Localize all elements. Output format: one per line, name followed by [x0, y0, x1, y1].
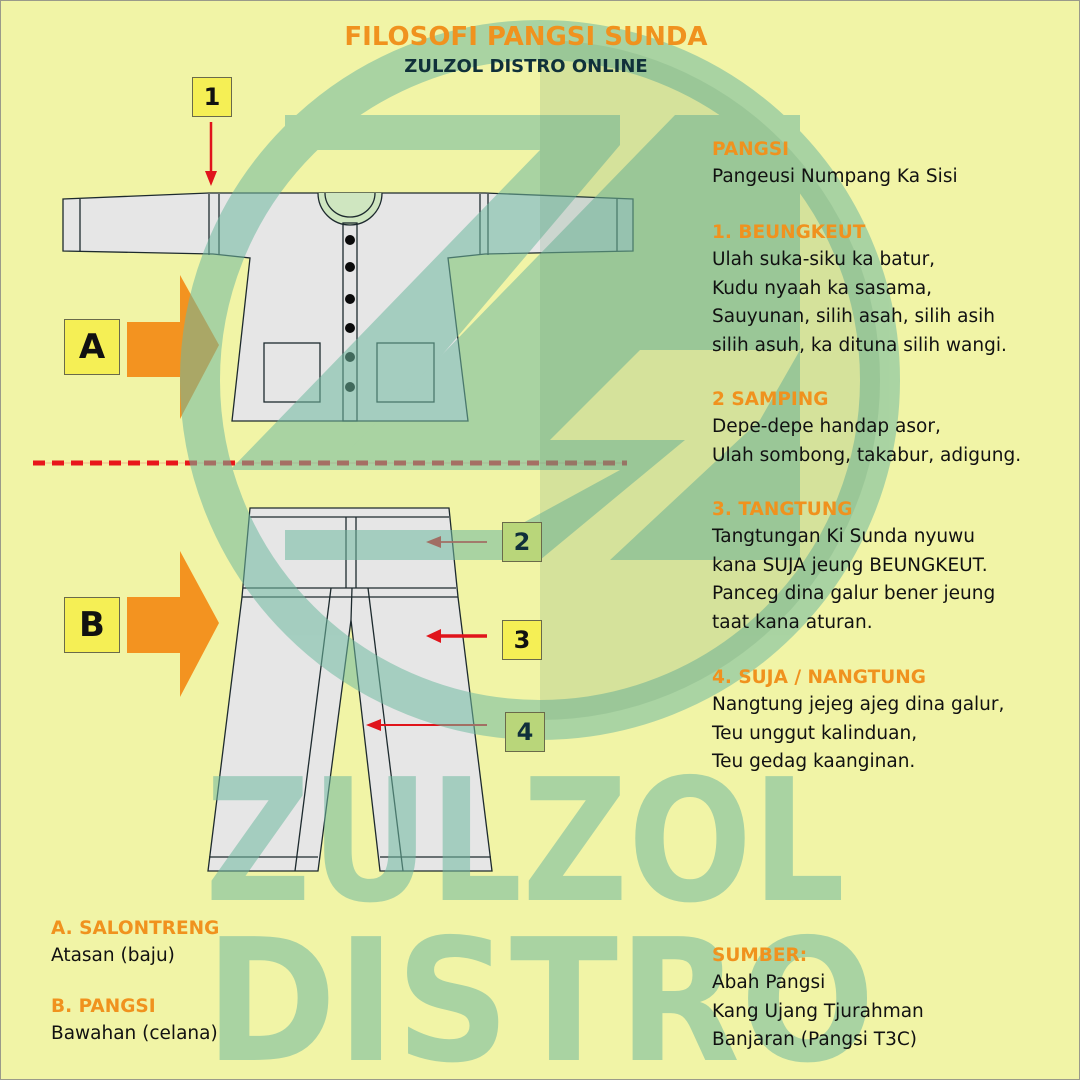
section-pangsi: PANGSI Pangeusi Numpang Ka Sisi	[712, 137, 1072, 192]
section-line: Nangtung jejeg ajeg dina galur,	[712, 694, 1005, 715]
section-line: silih asuh, ka dituna silih wangi.	[712, 334, 1007, 356]
section-heading: 3. TANGTUNG	[712, 499, 853, 520]
legend-text: Bawahan (celana)	[51, 1023, 218, 1044]
section-line: Teu unggut kalinduan,	[712, 722, 918, 744]
section-line: kana SUJA jeung BEUNGKEUT.	[712, 554, 988, 576]
source-line: Abah Pangsi	[712, 972, 826, 993]
section-line: Tangtungan Ki Sunda nyuwu	[712, 526, 975, 547]
svg-text:DISTRO: DISTRO	[205, 903, 875, 1080]
section-heading: 1. BEUNGKEUT	[712, 222, 866, 243]
source-line: Banjaran (Pangsi T3C)	[712, 1029, 917, 1050]
page-subtitle: ZULZOL DISTRO ONLINE	[404, 56, 648, 77]
section-line: Panceg dina galur bener jeung	[712, 583, 996, 604]
svg-text:ZULZOL: ZULZOL	[205, 743, 845, 941]
badge-b: B	[64, 597, 120, 653]
section-line: Ulah suka-siku ka batur,	[712, 249, 936, 270]
section-line: Depe-depe handap asor,	[712, 416, 941, 437]
legend-heading: A. SALONTRENG	[51, 918, 220, 939]
section-heading: 2 SAMPING	[712, 389, 829, 410]
section-heading: PANGSI	[712, 139, 790, 160]
watermark-text: ZULZOL DISTRO	[205, 743, 875, 1080]
page-title: FILOSOFI PANGSI SUNDA	[344, 22, 708, 52]
badge-4: 4	[505, 712, 545, 752]
section-suja-nangtung: 4. SUJA / NANGTUNG Nangtung jejeg ajeg d…	[712, 665, 1072, 777]
sources: SUMBER: Abah Pangsi Kang Ujang Tjurahman…	[712, 943, 1072, 1055]
legend-a: A. SALONTRENG Atasan (baju)	[51, 916, 351, 970]
arrow-b-icon	[127, 551, 219, 697]
legend-text: Atasan (baju)	[51, 945, 175, 966]
sources-heading: SUMBER:	[712, 945, 808, 966]
section-line: taat kana aturan.	[712, 611, 873, 633]
watermark-shade	[540, 40, 880, 720]
badge-3: 3	[502, 620, 542, 660]
badge-a: A	[64, 319, 120, 375]
section-heading: 4. SUJA / NANGTUNG	[712, 667, 926, 688]
section-line: Sauyunan, silih asah, silih asih	[712, 306, 995, 327]
section-line: Kudu nyaah ka sasama,	[712, 277, 933, 299]
section-tangtung: 3. TANGTUNG Tangtungan Ki Sunda nyuwu ka…	[712, 497, 1072, 637]
section-line: Teu gedag kaanginan.	[712, 751, 916, 772]
badge-1: 1	[192, 77, 232, 117]
source-line: Kang Ujang Tjurahman	[712, 1000, 924, 1022]
legend-heading: B. PANGSI	[51, 996, 156, 1017]
section-beungkeut: 1. BEUNGKEUT Ulah suka-siku ka batur, Ku…	[712, 220, 1072, 360]
pointer-arrow-3-icon	[426, 629, 487, 643]
legend-b: B. PANGSI Bawahan (celana)	[51, 994, 351, 1048]
section-line: Ulah sombong, takabur, adigung.	[712, 444, 1022, 466]
section-samping: 2 SAMPING Depe-depe handap asor, Ulah so…	[712, 387, 1072, 470]
section-line: Pangeusi Numpang Ka Sisi	[712, 166, 958, 187]
badge-2: 2	[502, 522, 542, 562]
pointer-arrow-1-icon	[205, 122, 217, 186]
